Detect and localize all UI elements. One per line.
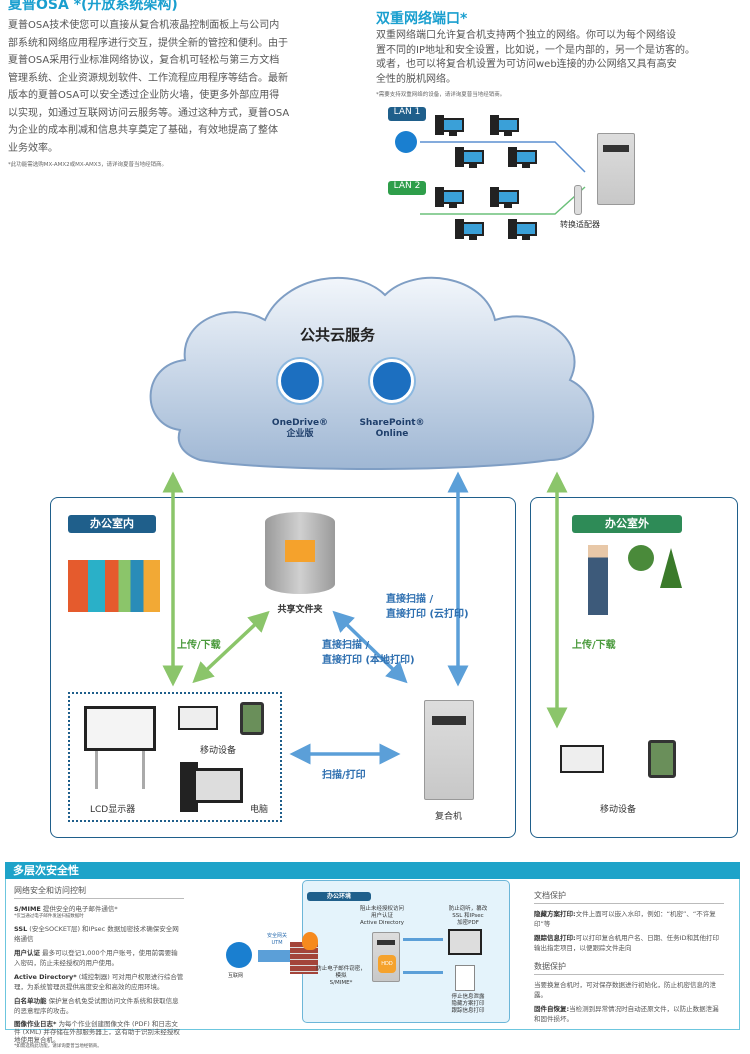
adapter-icon bbox=[574, 185, 582, 215]
sharepoint-icon[interactable] bbox=[370, 359, 414, 403]
osa-line: 版本的夏普OSA可以安全透过企业防火墙，使更多外部应用得 bbox=[8, 90, 280, 101]
mfp-label: 复合机 bbox=[435, 812, 463, 822]
cloud-scan-label: 直接扫描 / bbox=[386, 594, 434, 605]
lcd-label: LCD显示器 bbox=[90, 805, 136, 815]
pc-icon bbox=[448, 929, 482, 955]
osa-line: 以实现，如通过互联网访问云服务等。通过这种方式，夏普OSA bbox=[8, 107, 290, 119]
osa-body: 夏普OSA技术使您可以直接从复合机液晶控制面板上与公司内 部系统和网络应用程序进… bbox=[8, 17, 308, 157]
computer-icon bbox=[490, 187, 520, 209]
business-person-icon bbox=[588, 545, 608, 615]
data-heading: 数据保护 bbox=[534, 961, 724, 975]
pc-label: 电脑 bbox=[250, 805, 269, 815]
dual-line: 全性的脱机网络。 bbox=[376, 73, 456, 85]
bidirectional-arrow bbox=[403, 938, 443, 941]
lan1-badge: LAN 1 bbox=[388, 107, 426, 121]
osa-line: 管理系统、企业资源规划软件、工作流程应用程序等结合。最新 bbox=[8, 72, 288, 84]
firewall-icon bbox=[290, 932, 318, 974]
utm-label: 安全网关 bbox=[267, 933, 288, 939]
outbound-arrow bbox=[403, 971, 443, 974]
lcd-stand bbox=[95, 751, 145, 789]
office-outside-badge: 办公室外 bbox=[572, 515, 682, 533]
laptop-icon bbox=[560, 745, 604, 773]
onedrive-sublabel: 企业版 bbox=[286, 429, 314, 439]
mobile-label: 移动设备 bbox=[200, 746, 237, 756]
dual-footnote: *需要支持双重网络的设备，请详询夏普当地经销商。 bbox=[376, 92, 506, 98]
net-item: 用户认证 最多可以登记1,000个用户账号，使用前需要输入密码，防止未经授权的用… bbox=[14, 949, 178, 967]
mfp-icon bbox=[424, 700, 474, 800]
doc-item: 跟踪信息打印:可以打印复合机用户名、日期、任务ID和其他打印输出指定项目，以便跟… bbox=[534, 934, 720, 952]
doc-item: 隐藏方案打印:文件上面可以嵌入水印，例如：“机密”、“不许复印”等 bbox=[534, 910, 716, 928]
outside-upload-label: 上传/下载 bbox=[572, 640, 616, 651]
onedrive-icon[interactable] bbox=[278, 359, 322, 403]
sharepoint-label: SharePoint® bbox=[359, 418, 425, 428]
net-item: Active Directory* (域控制器) 可对用户权限进行综合管理，为系… bbox=[14, 973, 184, 991]
onedrive-label: OneDrive® bbox=[271, 418, 329, 428]
mfp-icon bbox=[597, 133, 635, 205]
leak-label: 停止信息泄露 bbox=[451, 994, 485, 1000]
osa-footnote: *此功能需选购MX-AMX2或MX-AMX3，请详询夏普当地经销商。 bbox=[8, 162, 168, 168]
computer-icon bbox=[455, 219, 485, 241]
cloud-print-label: 直接打印 (云打印) bbox=[386, 609, 469, 620]
osa-line: 夏普OSA技术使您可以直接从复合机液晶控制面板上与公司内 bbox=[8, 20, 280, 31]
dual-title: 双重网络端口* bbox=[376, 11, 468, 27]
osa-line: 部系统和网络应用程序进行交互，提供全新的管控和便利。由于 bbox=[8, 37, 288, 49]
tree-icon bbox=[628, 545, 654, 571]
local-print-label: 直接打印 (本地打印) bbox=[322, 655, 415, 666]
doc-heading: 文档保护 bbox=[534, 890, 724, 904]
computer-icon bbox=[455, 147, 485, 169]
net-heading: 网络安全和访问控制 bbox=[14, 885, 184, 899]
data-item: 固件自恢复:当检测到异常情况时自动还原文件，以防止数据泄漏和固件损坏。 bbox=[534, 1005, 719, 1023]
net-item: SSL (安全SOCKET层) 和IPsec 数据加密技术确保安全网络通信 bbox=[14, 925, 179, 943]
local-scan-label: 直接扫描 / bbox=[322, 640, 370, 651]
block-label: 阻止未经授权访问 bbox=[359, 906, 404, 912]
flow-arrows bbox=[162, 471, 568, 765]
scan-print-label: 扫描/打印 bbox=[322, 770, 366, 781]
sharepoint-sublabel: Online bbox=[375, 429, 409, 439]
shared-folder-label: 共享文件夹 bbox=[277, 605, 323, 615]
pc-monitor-icon bbox=[193, 768, 243, 803]
net-item: 白名单功能 保护复合机免受试图访问文件系统和获取信息的恶意程序的攻击。 bbox=[14, 997, 179, 1015]
globe-icon bbox=[395, 131, 417, 153]
net-item: 图像作业日志* 为每个作业创建图像文件 (PDF) 和日志文件 (XML) 并存… bbox=[14, 1020, 180, 1049]
osa-line: 业务效率。 bbox=[8, 142, 58, 154]
osa-title: 夏普OSA *(开放系统架构) bbox=[8, 0, 178, 13]
shared-folder-icon bbox=[265, 512, 335, 594]
cloud-title: 公共云服务 bbox=[300, 326, 376, 344]
computer-icon bbox=[508, 147, 538, 169]
lan2-badge: LAN 2 bbox=[388, 181, 426, 195]
office-inside-badge: 办公室内 bbox=[68, 515, 156, 533]
internet-label: 互联网 bbox=[228, 973, 244, 979]
outside-mobile-label: 移动设备 bbox=[600, 805, 637, 815]
office-env-badge: 办公环境 bbox=[307, 892, 371, 901]
computer-icon bbox=[435, 115, 465, 137]
tablet-icon bbox=[240, 702, 264, 735]
email-label: 防止电子邮件窃密， bbox=[316, 966, 366, 972]
internet-globe-icon bbox=[226, 942, 252, 968]
computer-icon bbox=[508, 219, 538, 241]
office-buildings-icon bbox=[68, 560, 160, 612]
utm-sublabel: UTM bbox=[271, 940, 283, 946]
devices-group bbox=[68, 692, 282, 822]
tablet-icon bbox=[648, 740, 676, 778]
eavesdrop-label: 防止窃听，篡改 bbox=[448, 906, 488, 912]
lcd-display-icon bbox=[84, 706, 156, 751]
hdd-icon: HDD bbox=[378, 955, 396, 973]
computer-icon bbox=[435, 187, 465, 209]
upload-download-label: 上传/下载 bbox=[177, 640, 221, 651]
osa-line: 夏普OSA采用行业标准网络协议，复合机可轻松与第三方文档 bbox=[8, 55, 280, 66]
office-inside-panel bbox=[50, 497, 516, 838]
dual-line: 或者，也可以将复合机设置为可访问web连接的办公网络又具有高安 bbox=[376, 59, 677, 70]
computer-icon bbox=[490, 115, 520, 137]
dual-line: 双重网络端口允许复合机支持两个独立的网络。你可以为每个网络设 bbox=[376, 30, 676, 41]
mfp-icon: HDD bbox=[372, 932, 400, 982]
net-item: S/MIME 提供安全的电子邮件通信**仅当通过电子邮件发送扫描数据时 bbox=[14, 905, 118, 919]
adapter-label: 转换适配器 bbox=[560, 220, 600, 229]
document-icon bbox=[455, 965, 475, 991]
dual-line: 置不同的IP地址和安全设置，比如说，一个是内部的，另一个是访客的。 bbox=[376, 44, 695, 56]
osa-line: 为企业的成本削减和信息共享奠定了基础，有效地提高了整体 bbox=[8, 125, 278, 136]
data-item: 当要换复合机时，可对保存数据进行初始化，防止机密信息的泄露。 bbox=[534, 981, 716, 999]
laptop-icon bbox=[178, 706, 218, 730]
office-outside-panel bbox=[530, 497, 738, 838]
security-title: 多层次安全性 bbox=[5, 862, 740, 879]
